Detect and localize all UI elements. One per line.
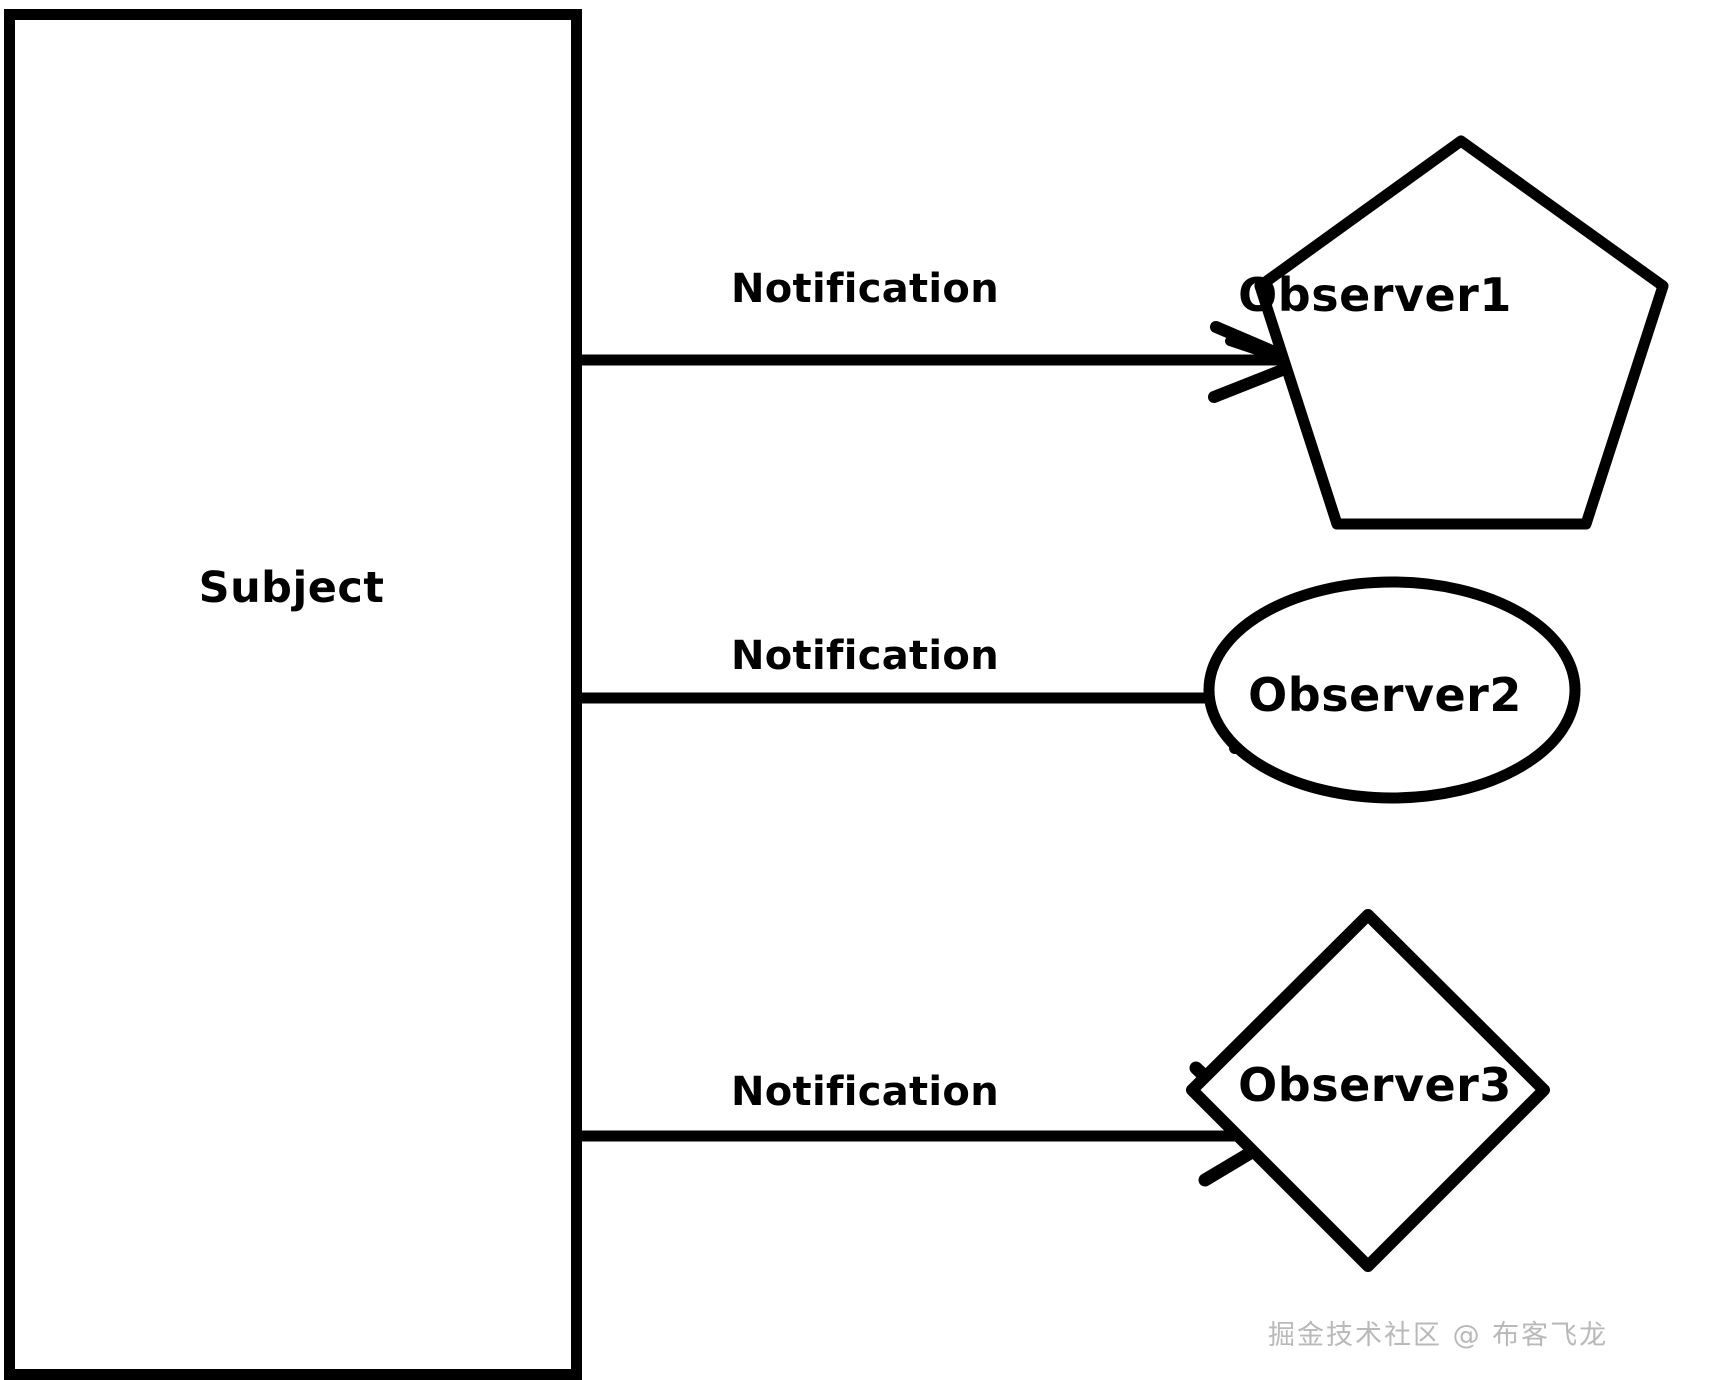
edge-subject-to-observer1[interactable]: [578, 321, 1309, 403]
edge-2-label: Notification: [731, 633, 999, 679]
observer2-ellipse[interactable]: [1203, 576, 1581, 804]
observer1-label: Observer1: [1238, 268, 1512, 322]
observer3-diamond[interactable]: [1186, 909, 1550, 1272]
subject-rectangle[interactable]: [4, 9, 582, 1380]
observer1-pentagon[interactable]: [1254, 135, 1669, 530]
edge-3-label: Notification: [731, 1069, 999, 1115]
subject-label: Subject: [198, 563, 385, 613]
edge-1-label: Notification: [731, 266, 999, 312]
observer3-label: Observer3: [1238, 1058, 1512, 1112]
observer2-label: Observer2: [1248, 668, 1522, 722]
watermark: 掘金技术社区 @ 布客飞龙: [1268, 1320, 1609, 1351]
